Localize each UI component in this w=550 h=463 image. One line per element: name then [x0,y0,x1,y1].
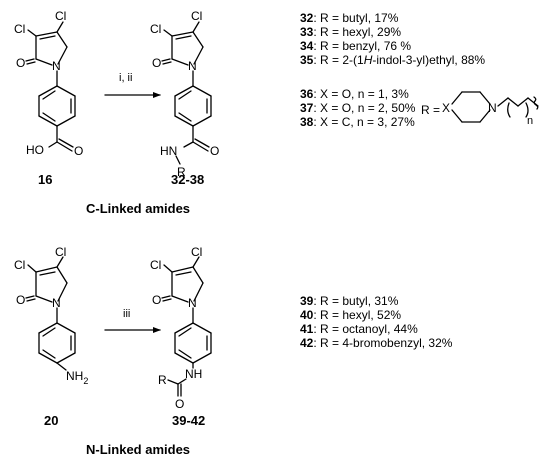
product-39-42-number: 39-42 [172,413,205,428]
compound-20-number: 20 [44,413,58,428]
compound-16-cl-label: Cl [14,22,25,36]
compound-16-o-label: O [16,56,25,70]
r-group-subscript-n: n [527,115,533,127]
product-cl-label: Cl [150,22,161,36]
compound-entry-35: 35: R = 2-(1H-indol-3-yl)ethyl, 88% [300,53,485,67]
compound-entry-36: 36: X = O, n = 1, 3% [300,87,409,101]
compound-16-n-label: N [52,59,61,73]
compound-entry-32: 32: R = butyl, 17% [300,11,399,25]
product-o-label: O [152,293,161,307]
r-group-structure [451,91,539,123]
compound-entry-41: 41: R = octanoyl, 44% [300,322,418,336]
reaction-conditions-bottom: iii [123,308,130,320]
compound-16-cl-label: Cl [55,9,66,23]
product-r-label: R [177,165,186,179]
compound-20-cl-label: Cl [14,258,25,272]
compound-16-oh-label: HO [26,143,44,157]
r-definition-label: R = [421,103,440,117]
compound-entry-42: 42: R = 4-bromobenzyl, 32% [300,336,453,350]
compound-entry-39: 39: R = butyl, 31% [300,294,399,308]
compound-entry-34: 34: R = benzyl, 76 % [300,39,411,53]
product-o-label: O [152,56,161,70]
product-32-38-structure [161,21,212,165]
product-cl-label: Cl [191,9,202,23]
section-title-n-linked: N-Linked amides [86,442,190,457]
product-cl-label: Cl [191,245,202,259]
r-group-n-label: N [488,101,497,115]
compound-entry-40: 40: R = hexyl, 52% [300,308,401,322]
compound-20-cl-label: Cl [55,245,66,259]
r-group-x-label: X [442,101,450,115]
compound-20-o-label: O [16,293,25,307]
compound-entry-37: 37: X = O, n = 2, 50% [300,101,416,115]
section-title-c-linked: C-Linked amides [86,201,190,216]
product-39-42-structure [161,256,212,397]
product-n-label: N [188,59,197,73]
compound-16-o-label: O [74,144,83,158]
compound-entry-38: 38: X = C, n = 3, 27% [300,115,415,129]
compound-20-n-label: N [52,296,61,310]
compound-20-amine-label: NH2 [66,369,88,386]
product-32-38-number: 32-38 [171,172,204,187]
product-cl-label: Cl [150,258,161,272]
product-amide-o-label: O [175,397,184,411]
compound-entry-33: 33: R = hexyl, 29% [300,25,401,39]
compound-16-number: 16 [38,172,52,187]
compound-20-structure [25,256,76,371]
product-r-label: R [158,373,167,387]
product-amide-o-label: O [210,144,219,158]
reaction-conditions-top: i, ii [119,72,132,84]
product-n-label: N [188,296,197,310]
compound-16-structure [25,21,76,152]
product-amide-hn-label: HN [160,144,177,158]
product-amide-nh-label: NH [185,367,202,381]
